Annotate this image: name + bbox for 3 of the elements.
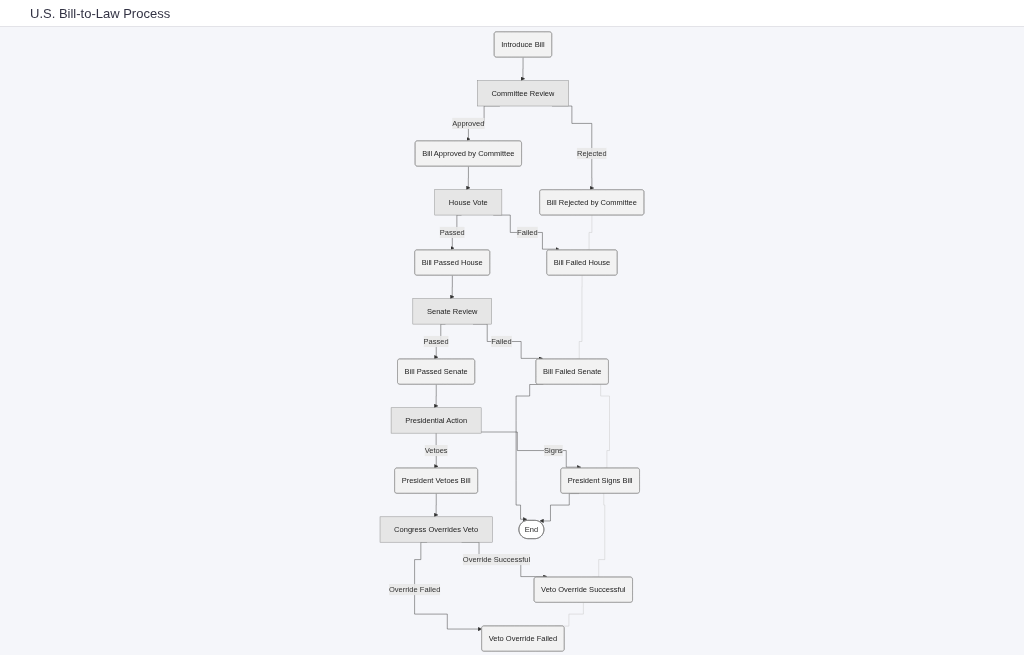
connector bbox=[576, 275, 583, 360]
connector bbox=[586, 215, 593, 251]
page-title: U.S. Bill-to-Law Process bbox=[30, 5, 171, 21]
